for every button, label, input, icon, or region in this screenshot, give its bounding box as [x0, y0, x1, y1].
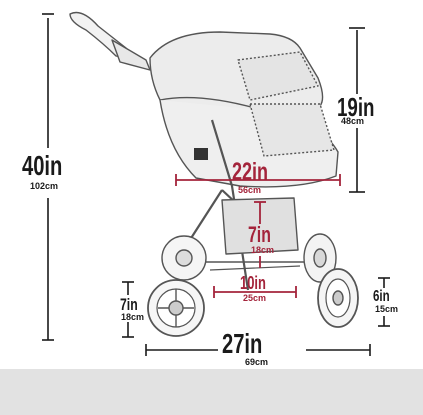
mesh-window — [249, 103, 335, 157]
basket-depth-metric-label: 25cm — [243, 293, 267, 303]
width-imperial-label: 22in — [232, 158, 269, 186]
handle-bracket — [111, 39, 151, 71]
storage-basket — [221, 197, 299, 255]
basket-height-imperial-label: 7in — [248, 222, 271, 247]
canopy-height-imperial-label: 19in — [337, 92, 375, 122]
footer-bar — [0, 369, 423, 415]
frame-diagonal — [210, 119, 250, 291]
height-imperial-label: 40in — [22, 150, 63, 181]
front-wheel-imperial-label: 7in — [120, 295, 138, 314]
basket-height-metric-label: 18cm — [251, 245, 275, 255]
canopy-mesh — [237, 51, 319, 101]
brand-badge — [194, 148, 208, 160]
front-wheel-metric-label: 18cm — [121, 312, 145, 322]
rear-wheel-metric-label: 15cm — [375, 304, 399, 314]
length-imperial-label: 27in — [222, 328, 263, 359]
basket-depth-imperial-label: 10in — [240, 273, 266, 293]
canopy-height-metric-label: 48cm — [341, 116, 365, 126]
canopy-seam — [159, 96, 263, 111]
accent-dimension-lines — [175, 174, 341, 298]
width-metric-label: 56cm — [238, 185, 262, 195]
frame-front — [185, 189, 223, 247]
basket-bottom — [209, 265, 301, 271]
stroller-sketch — [69, 11, 359, 337]
dimension-lines — [42, 13, 390, 356]
rear-wheel-imperial-label: 6in — [373, 288, 390, 305]
height-metric-label: 102cm — [30, 181, 59, 191]
length-metric-label: 69cm — [245, 357, 269, 367]
